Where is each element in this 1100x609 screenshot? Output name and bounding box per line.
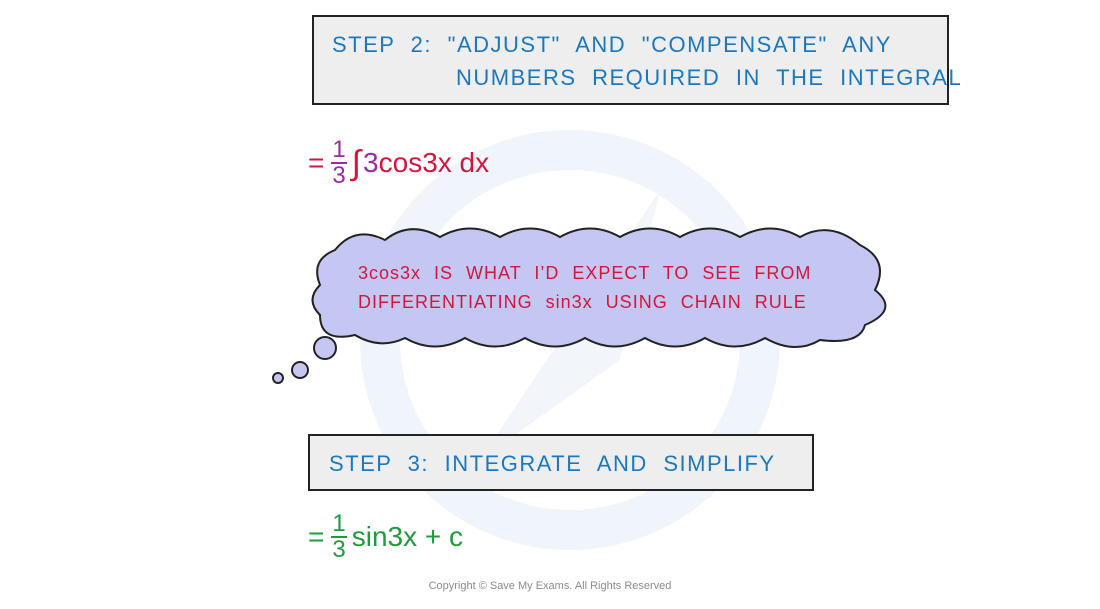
thought-bubble-text: 3cos3x IS WHAT I’D EXPECT TO SEE FROM DI… — [358, 259, 811, 317]
equation-result: = 1 3 sin3x + c — [308, 512, 463, 562]
step-2-line-2: NUMBERS REQUIRED IN THE INTEGRAL — [456, 65, 963, 90]
thought-dot-medium — [291, 361, 309, 379]
thought-bubble — [272, 227, 887, 384]
equals-sign: = — [308, 521, 325, 552]
fraction-bar — [331, 162, 348, 164]
step-2-line-1: STEP 2: "ADJUST" AND "COMPENSATE" ANY — [332, 32, 892, 57]
integral-sign: ∫ — [351, 143, 362, 182]
fraction-one-third: 1 3 — [330, 510, 348, 563]
integrand: cos3x dx — [378, 147, 490, 178]
step-3-box: STEP 3: INTEGRATE AND SIMPLIFY — [308, 434, 814, 491]
thought-bubble-line-1: 3cos3x IS WHAT I’D EXPECT TO SEE FROM — [358, 263, 812, 283]
fraction-numerator: 1 — [332, 510, 346, 537]
fraction-denominator: 3 — [332, 536, 346, 563]
step-2-box: STEP 2: "ADJUST" AND "COMPENSATE" ANY NU… — [312, 15, 961, 105]
equals-sign: = — [308, 147, 325, 178]
coefficient: 3 — [363, 147, 379, 178]
fraction-one-third: 1 3 — [330, 136, 348, 189]
thought-bubble-line-2: DIFFERENTIATING sin3x USING CHAIN RULE — [358, 292, 807, 312]
fraction-denominator: 3 — [332, 162, 346, 189]
result-expression: sin3x + c — [351, 521, 463, 552]
equation-adjusted-integral: = 1 3 ∫ 3 cos3x dx — [308, 138, 489, 188]
thought-cloud-shape — [311, 227, 887, 348]
fraction-numerator: 1 — [332, 136, 346, 163]
fraction-bar — [331, 536, 348, 538]
thought-dot-small — [272, 372, 284, 384]
copyright-notice: Copyright © Save My Exams. All Rights Re… — [428, 580, 672, 592]
thought-dot-large — [313, 336, 337, 360]
step-3-line-1: STEP 3: INTEGRATE AND SIMPLIFY — [329, 451, 776, 476]
